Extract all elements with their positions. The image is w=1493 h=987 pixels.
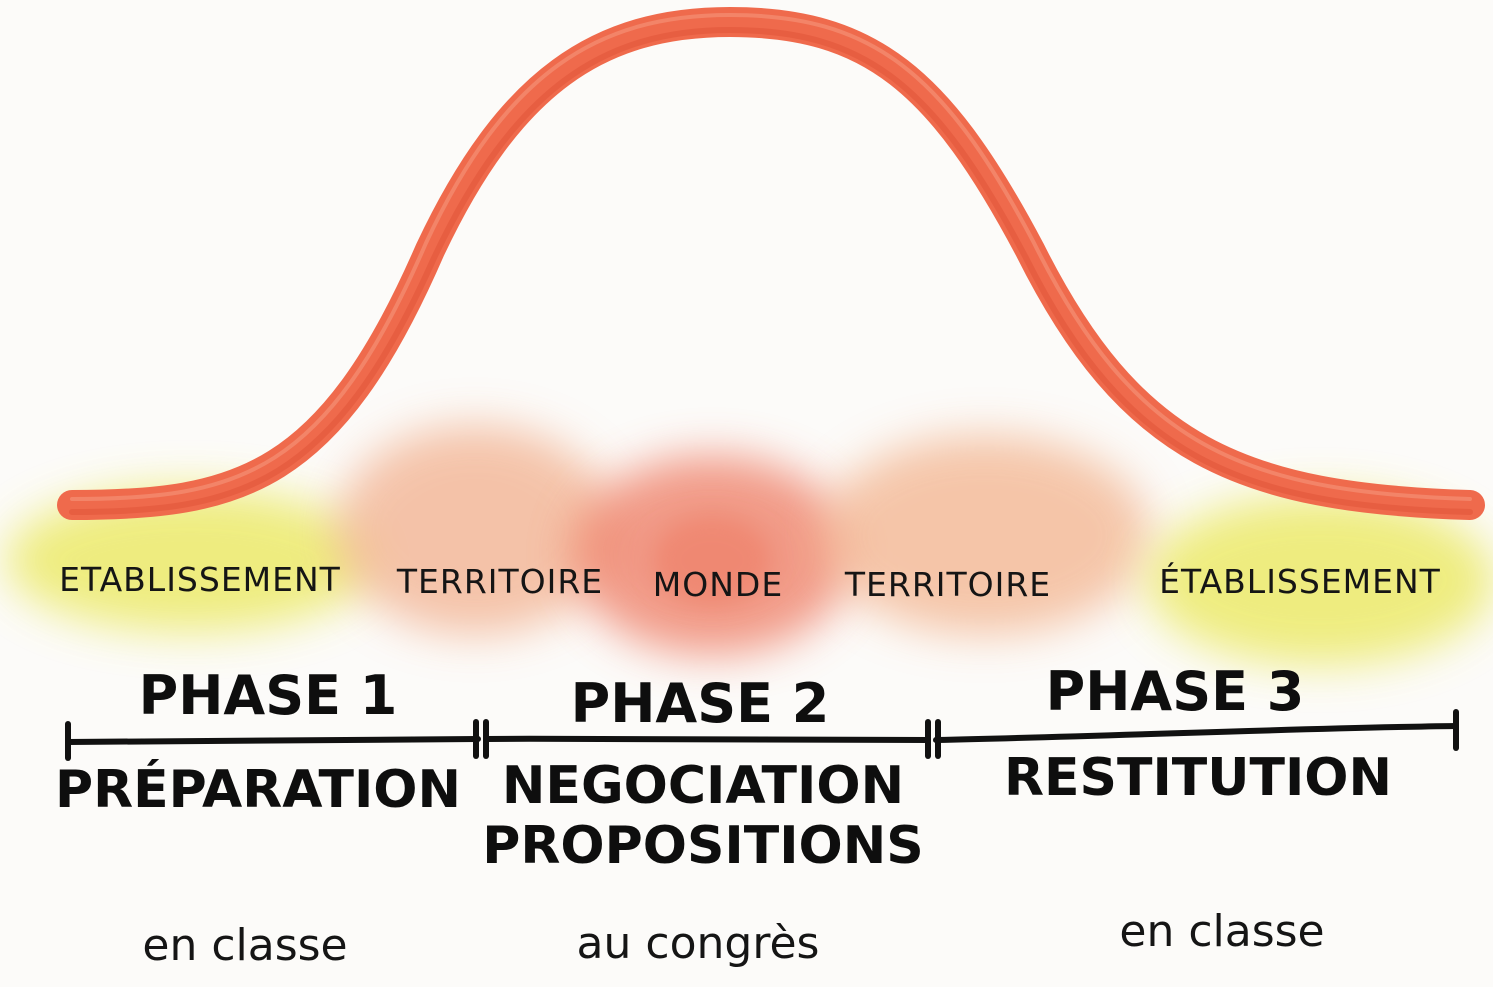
scope-label-etablissement-right: ÉTABLISSEMENT <box>1159 562 1441 601</box>
wash-etablissement-left <box>5 488 375 632</box>
phase-3-title: PHASE 3 <box>1045 660 1305 723</box>
phase-1-place: en classe <box>142 920 348 971</box>
scope-label-territoire-right: TERRITOIRE <box>844 565 1052 604</box>
phase-3-name: RESTITUTION <box>1004 748 1392 808</box>
scope-label-etablissement-left: ETABLISSEMENT <box>59 560 341 599</box>
wash-territoire-right <box>820 435 1150 635</box>
phase-3-place: en classe <box>1119 906 1325 957</box>
phase-2-name: NEGOCIATION PROPOSITIONS <box>482 756 923 876</box>
scope-label-territoire-left: TERRITOIRE <box>396 562 604 601</box>
phase-1-title: PHASE 1 <box>138 664 398 727</box>
phase-2-place: au congrès <box>576 918 820 969</box>
phase-1-name: PRÉPARATION <box>55 760 461 820</box>
watercolor-washes <box>5 425 1493 665</box>
timeline-axis <box>65 723 1459 745</box>
wash-territoire-left <box>335 425 615 635</box>
timeline <box>65 709 1459 761</box>
phase-2-title: PHASE 2 <box>570 672 830 735</box>
phase-3-name-line-1: RESTITUTION <box>1003 748 1393 808</box>
phase-2-name-line-2: PROPOSITIONS <box>482 816 924 876</box>
wash-etablissement-right <box>1145 495 1493 665</box>
bell-curve-highlight <box>70 12 1472 501</box>
bell-curve <box>57 7 1485 520</box>
bell-curve-stroke <box>57 7 1485 520</box>
phase-1-name-line-1: PRÉPARATION <box>54 760 462 820</box>
wash-monde-core <box>652 515 772 605</box>
phase-2-name-line-1: NEGOCIATION <box>501 756 905 816</box>
bell-curve-shade <box>69 26 1473 515</box>
scope-label-monde: MONDE <box>652 565 784 604</box>
